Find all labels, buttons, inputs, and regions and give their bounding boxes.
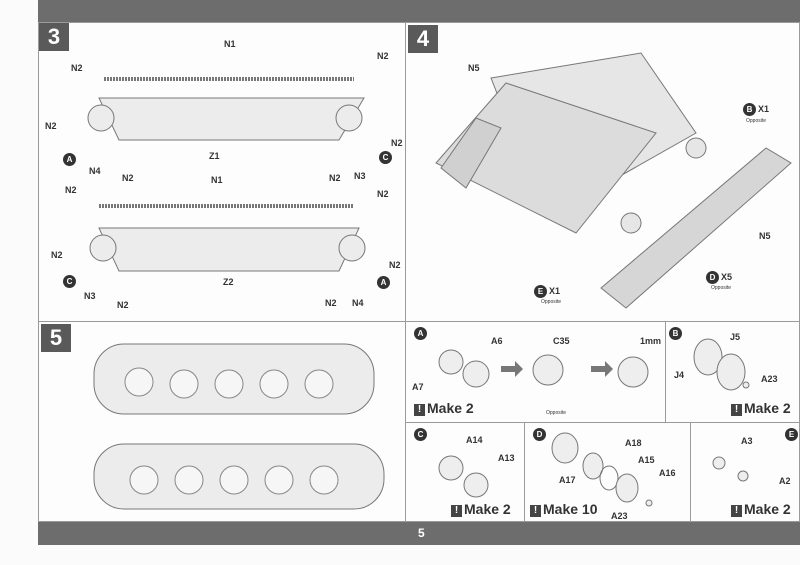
label-n2: N2 bbox=[51, 250, 63, 260]
sprocket-assembly-diagram bbox=[438, 349, 649, 388]
page-number: 5 bbox=[418, 526, 425, 540]
label-n5: N5 bbox=[468, 63, 480, 73]
drive-sprocket-diagram bbox=[438, 455, 489, 498]
part-a14: A14 bbox=[466, 435, 483, 445]
step-5-panel: 5 bbox=[38, 321, 406, 522]
part-a7: A7 bbox=[412, 382, 424, 392]
idler-assembly-diagram bbox=[693, 338, 750, 391]
step-number: 3 bbox=[39, 23, 69, 51]
part-a23: A23 bbox=[761, 374, 778, 384]
callout-b: B bbox=[669, 327, 682, 340]
glue-c35: C35 bbox=[553, 336, 570, 346]
step-4-panel: 4 N5 N5 B X1 Opposite D X5 Opposite E X1… bbox=[405, 22, 800, 322]
label-n1: N1 bbox=[211, 175, 223, 185]
subassembly-c-panel: C A14 A13 !Make 2 bbox=[405, 422, 525, 522]
label-n2: N2 bbox=[377, 51, 389, 61]
callout-e: E bbox=[534, 285, 547, 298]
subassembly-b-panel: B J5 J4 A23 !Make 2 bbox=[665, 321, 800, 423]
callout-e-qty: X1 bbox=[549, 286, 561, 296]
label-n4: N4 bbox=[89, 166, 101, 176]
callout-c: C bbox=[63, 275, 76, 288]
label-z1: Z1 bbox=[209, 151, 220, 161]
callout-a: A bbox=[63, 153, 76, 166]
label-n2: N2 bbox=[377, 189, 389, 199]
label-n2: N2 bbox=[117, 300, 129, 310]
label-n2: N2 bbox=[329, 173, 341, 183]
label-n2: N2 bbox=[71, 63, 83, 73]
alert-icon: ! bbox=[731, 505, 742, 517]
step-3-panel: 3 N1 N2 N2 N2 N2 N2 N2 N4 N3 Z1 A C N1 N… bbox=[38, 22, 406, 322]
bottom-bar bbox=[38, 522, 800, 545]
callout-d-qty: X5 bbox=[721, 272, 733, 282]
part-a23: A23 bbox=[611, 511, 628, 521]
label-n3: N3 bbox=[354, 171, 366, 181]
label-n2: N2 bbox=[65, 185, 77, 195]
top-bar bbox=[38, 0, 800, 22]
label-n2: N2 bbox=[45, 121, 57, 131]
part-a18: A18 bbox=[625, 438, 642, 448]
opposite-note: Opposite bbox=[546, 410, 567, 416]
make-count: !Make 2 bbox=[731, 501, 791, 517]
label-n2: N2 bbox=[389, 260, 401, 270]
label-n5: N5 bbox=[759, 231, 771, 241]
part-a15: A15 bbox=[638, 455, 655, 465]
step-number: 4 bbox=[408, 25, 438, 53]
subassembly-a-panel: A A6 A7 C35 Opposite 1mm !Make 2 bbox=[405, 321, 666, 423]
alert-icon: ! bbox=[530, 505, 541, 517]
make-count: !Make 10 bbox=[530, 501, 597, 517]
alert-icon: ! bbox=[451, 505, 462, 517]
part-a16: A16 bbox=[659, 468, 676, 478]
label-n2: N2 bbox=[391, 138, 403, 148]
part-a17: A17 bbox=[559, 475, 576, 485]
part-a6: A6 bbox=[491, 336, 503, 346]
callout-c: C bbox=[414, 428, 427, 441]
part-j5: J5 bbox=[730, 332, 741, 342]
gap-1mm: 1mm bbox=[640, 336, 662, 346]
label-n4: N4 bbox=[352, 298, 364, 308]
road-wheel-diagram bbox=[551, 432, 653, 507]
subassembly-e-panel: E A3 A2 !Make 2 bbox=[690, 422, 800, 522]
part-j4: J4 bbox=[674, 370, 685, 380]
track-assembly-diagram bbox=[87, 77, 366, 272]
make-count: !Make 2 bbox=[414, 400, 474, 416]
callout-d: D bbox=[706, 271, 719, 284]
callout-d-note: Opposite bbox=[711, 285, 732, 291]
label-n1: N1 bbox=[224, 39, 236, 49]
callout-e: E bbox=[785, 428, 798, 441]
callout-b: B bbox=[743, 103, 756, 116]
callout-c: C bbox=[379, 151, 392, 164]
label-z2: Z2 bbox=[223, 277, 234, 287]
callout-b-note: Opposite bbox=[746, 118, 767, 124]
subassembly-d-panel: D A18 A15 A16 A17 A23 !Make 10 bbox=[524, 422, 691, 522]
callout-e-note: Opposite bbox=[541, 299, 562, 305]
return-roller-diagram bbox=[712, 456, 749, 482]
part-a13: A13 bbox=[498, 453, 515, 463]
make-count: !Make 2 bbox=[731, 400, 791, 416]
part-a2: A2 bbox=[779, 476, 791, 486]
alert-icon: ! bbox=[414, 404, 425, 416]
part-a3: A3 bbox=[741, 436, 753, 446]
label-n2: N2 bbox=[325, 298, 337, 308]
callout-a: A bbox=[377, 276, 390, 289]
label-n3: N3 bbox=[84, 291, 96, 301]
chassis-assembly-diagram bbox=[435, 52, 792, 309]
alert-icon: ! bbox=[731, 404, 742, 416]
callout-d: D bbox=[533, 428, 546, 441]
callout-a: A bbox=[414, 327, 427, 340]
label-n2: N2 bbox=[122, 173, 134, 183]
callout-b-qty: X1 bbox=[758, 104, 770, 114]
completed-tracks-diagram bbox=[93, 343, 385, 510]
make-count: !Make 2 bbox=[451, 501, 511, 517]
step-number: 5 bbox=[41, 324, 71, 352]
